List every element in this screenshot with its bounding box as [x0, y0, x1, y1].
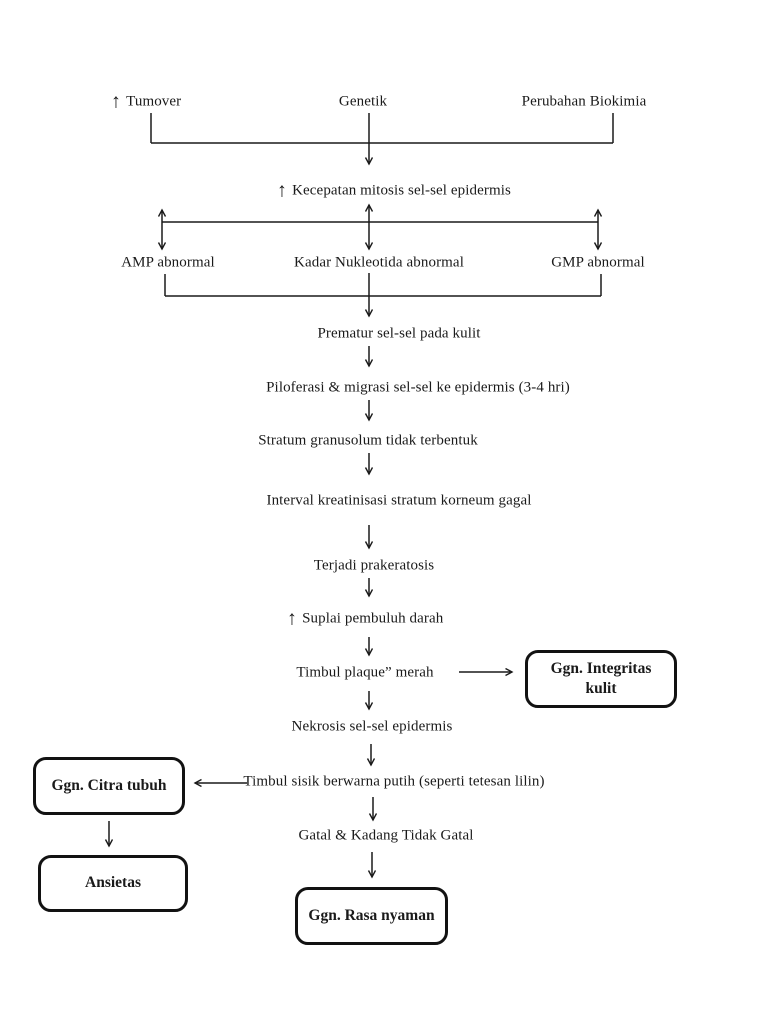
node-timbul-sisik: Timbul sisik berwarna putih (seperti tet…: [243, 773, 545, 790]
node-interval: Interval kreatinisasi stratum korneum ga…: [266, 492, 532, 509]
node-turnover: ↑Tumover: [111, 90, 182, 113]
node-gmp-abnormal: GMP abnormal: [551, 254, 645, 271]
node-stratum: Stratum granusolum tidak terbentuk: [258, 432, 478, 449]
node-ansietas-box: Ansietas: [38, 855, 188, 912]
node-nekrosis: Nekrosis sel-sel epidermis: [291, 718, 453, 735]
node-perubahan-biokimia: Perubahan Biokimia: [521, 93, 647, 110]
node-prematur: Prematur sel-sel pada kulit: [317, 325, 481, 342]
node-ggn-citra-box: Ggn. Citra tubuh: [33, 757, 185, 815]
node-kecepatan-mitosis: ↑Kecepatan mitosis sel-sel epidermis: [277, 179, 511, 202]
node-suplai-darah: ↑Suplai pembuluh darah: [287, 607, 444, 630]
node-kecepatan-mitosis-label: Kecepatan mitosis sel-sel epidermis: [292, 182, 511, 199]
node-timbul-plaque: Timbul plaque” merah: [296, 664, 434, 681]
node-ggn-rasa-nyaman-box: Ggn. Rasa nyaman: [295, 887, 448, 945]
node-terjadi-prakeratosis: Terjadi prakeratosis: [313, 557, 435, 574]
node-turnover-label: Tumover: [126, 93, 182, 110]
node-genetik: Genetik: [338, 93, 388, 110]
node-ggn-integritas-box: Ggn. Integritas kulit: [525, 650, 677, 708]
node-kadar-nukleotida: Kadar Nukleotida abnormal: [294, 254, 464, 271]
node-amp-abnormal: AMP abnormal: [121, 254, 215, 271]
node-suplai-darah-label: Suplai pembuluh darah: [302, 610, 444, 627]
node-gatal: Gatal & Kadang Tidak Gatal: [298, 827, 474, 844]
node-piloferasi: Piloferasi & migrasi sel-sel ke epidermi…: [266, 379, 570, 396]
